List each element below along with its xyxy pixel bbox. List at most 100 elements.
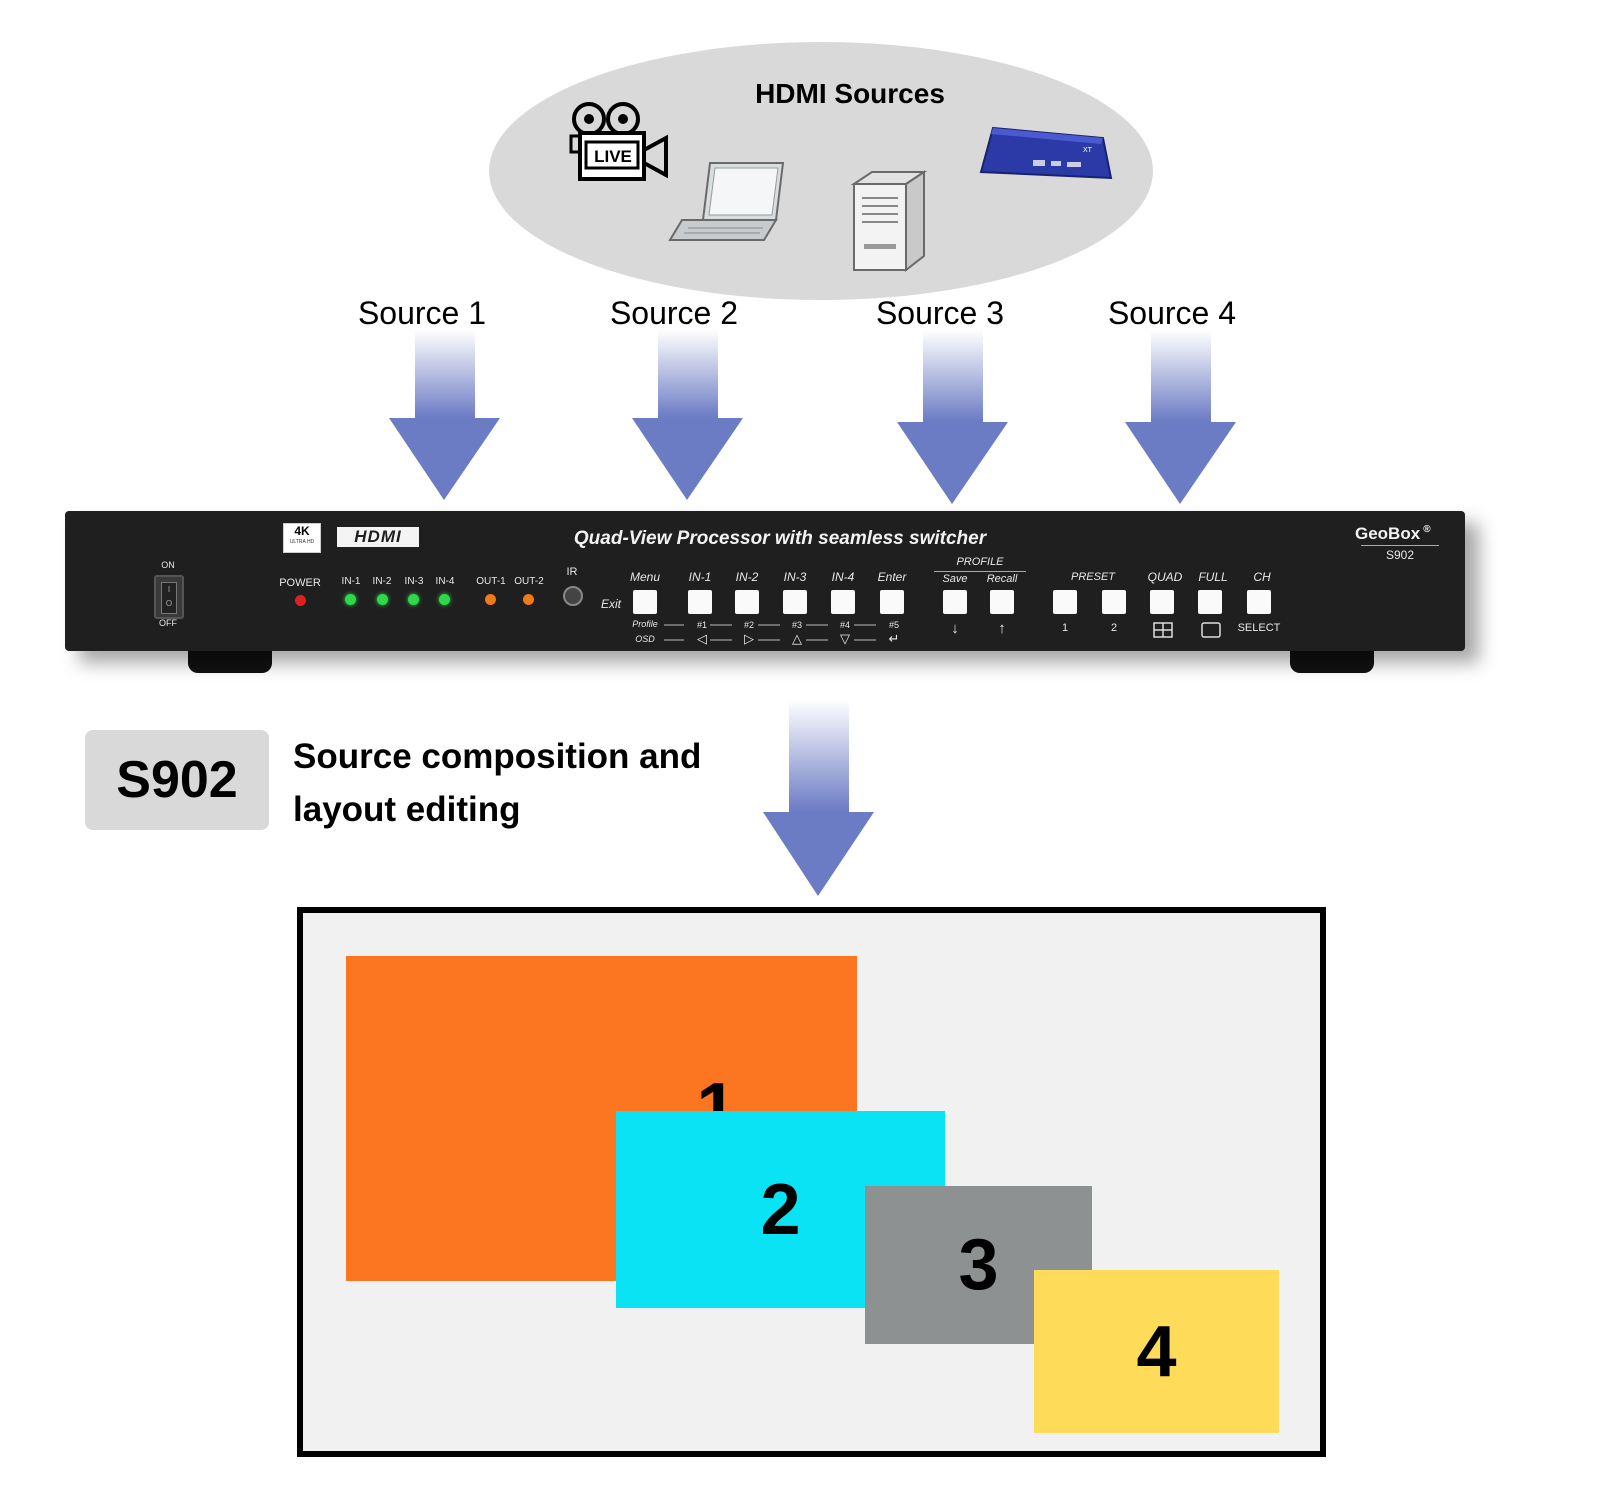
enter-button[interactable]	[880, 590, 904, 614]
ir-label: IR	[566, 566, 578, 578]
full-button-label: FULL	[1198, 570, 1228, 584]
quad-button[interactable]	[1150, 590, 1174, 614]
hdmi-logo: HDMI	[337, 527, 419, 547]
hdmi-sources-title: HDMI Sources	[755, 78, 945, 109]
switch-off-label: OFF	[159, 618, 177, 628]
device-model: S902	[1385, 548, 1415, 562]
save-button[interactable]	[943, 590, 967, 614]
profile-4-label: #4	[839, 620, 850, 630]
in-4-button-label: IN-4	[831, 570, 855, 584]
registered-mark: ®	[1423, 524, 1431, 535]
profile-group-label: PROFILE	[956, 556, 1004, 568]
exit-label: Exit	[600, 597, 621, 611]
save-button-label: Save	[942, 573, 968, 585]
output-screen: 1 2 3 4	[297, 907, 1326, 1457]
model-badge: S902	[85, 730, 269, 830]
power-switch[interactable]: I O	[154, 575, 184, 619]
out-1-led-label: OUT-1	[476, 576, 506, 587]
enter-button-label: Enter	[877, 570, 907, 584]
profile-row-label: Profile	[632, 619, 658, 629]
preset-1-label: 1	[1061, 622, 1069, 634]
live-camera-icon	[569, 102, 668, 181]
in-2-led-label: IN-2	[372, 576, 392, 587]
source-2-label: Source 2	[609, 295, 739, 331]
preset-1-button[interactable]	[1053, 590, 1077, 614]
osd-down-icon: ▽	[840, 631, 850, 646]
osd-up-icon: △	[792, 631, 802, 646]
quad-icon	[1153, 622, 1173, 638]
in-3-led-label: IN-3	[404, 576, 424, 587]
preset-label: PRESET	[1070, 571, 1115, 583]
in-3-button-label: IN-3	[783, 570, 807, 584]
recall-button[interactable]	[990, 590, 1014, 614]
panel-dash-lines	[664, 624, 876, 641]
in-2-led	[377, 594, 388, 605]
arrow-source-1	[389, 330, 500, 500]
select-label: SELECT	[1237, 622, 1281, 634]
save-icon: ↓	[951, 620, 959, 637]
in-1-led-label: IN-1	[341, 576, 361, 587]
window-4-label: 4	[1136, 1311, 1177, 1392]
menu-button-label: Menu	[629, 570, 661, 584]
full-button[interactable]	[1198, 590, 1222, 614]
window-source-4: 4	[1034, 1270, 1279, 1433]
osd-row-label: OSD	[635, 634, 655, 644]
profile-group-divider	[934, 571, 1026, 572]
in-3-led	[408, 594, 419, 605]
caption: Source composition and layout editing	[293, 737, 702, 829]
recall-icon: ↑	[998, 620, 1006, 637]
menu-button[interactable]	[633, 590, 657, 614]
in-4-led	[439, 594, 450, 605]
media-player-icon: XT	[979, 126, 1113, 180]
power-led	[295, 595, 306, 606]
in-4-button[interactable]	[831, 590, 855, 614]
profile-5-label: #5	[888, 620, 899, 630]
live-badge: LIVE	[594, 147, 632, 166]
full-icon	[1201, 622, 1221, 638]
device-foot-left	[188, 651, 272, 673]
profile-2-label: #2	[743, 620, 754, 630]
profile-3-label: #3	[791, 620, 802, 630]
laptop-icon	[668, 162, 785, 241]
arrow-source-2	[632, 330, 743, 500]
ch-select-button[interactable]	[1247, 590, 1271, 614]
device-title: Quad-View Processor with seamless switch…	[573, 528, 987, 549]
out-1-led	[485, 594, 496, 605]
switch-on-mark: I	[167, 585, 171, 594]
source-4-label: Source 4	[1107, 295, 1237, 331]
switch-off-mark: O	[165, 599, 173, 608]
arrow-source-4	[1125, 330, 1236, 504]
4k-logo: 4K ULTRA HD	[283, 523, 321, 553]
recall-button-label: Recall	[986, 573, 1018, 585]
osd-left-icon: ◁	[697, 631, 707, 646]
arrow-output	[763, 700, 874, 896]
ch-button-label: CH	[1253, 570, 1271, 584]
arrow-source-3	[897, 330, 1008, 504]
window-3-label: 3	[958, 1225, 999, 1305]
osd-enter-icon: ↵	[888, 631, 900, 646]
in-2-button-label: IN-2	[735, 570, 759, 584]
svg-text:XT: XT	[1083, 147, 1093, 154]
out-2-led-label: OUT-2	[514, 576, 544, 587]
in-3-button[interactable]	[783, 590, 807, 614]
quad-button-label: QUAD	[1147, 570, 1183, 584]
device-foot-right	[1290, 651, 1374, 673]
in-1-led	[345, 594, 356, 605]
in-1-button[interactable]	[688, 590, 712, 614]
preset-2-button[interactable]	[1102, 590, 1126, 614]
in-1-button-label: IN-1	[688, 570, 712, 584]
profile-1-label: #1	[696, 620, 707, 630]
out-2-led	[523, 594, 534, 605]
preset-2-label: 2	[1110, 622, 1118, 634]
window-2-label: 2	[760, 1169, 801, 1250]
power-led-label: POWER	[279, 577, 321, 589]
switch-on-label: ON	[161, 560, 175, 570]
osd-right-icon: ▷	[744, 631, 754, 646]
brand-divider	[1361, 545, 1439, 546]
pc-tower-icon	[850, 170, 928, 273]
in-2-button[interactable]	[735, 590, 759, 614]
in-4-led-label: IN-4	[435, 576, 455, 587]
brand-name: GeoBox	[1355, 524, 1421, 543]
ir-sensor	[563, 586, 583, 606]
